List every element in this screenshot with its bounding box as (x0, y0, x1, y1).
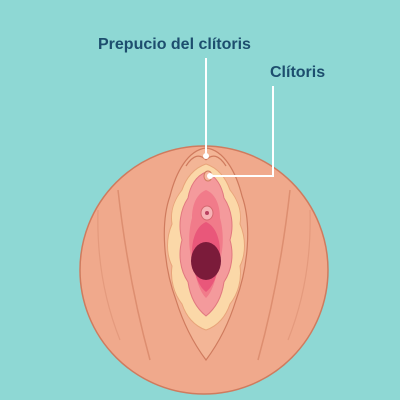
right-contour-line (257, 189, 291, 361)
vaginal-opening (191, 242, 221, 280)
prepucio-label: Prepucio del clítoris (98, 36, 251, 53)
left-contour-line (117, 189, 151, 361)
hood-fold-left (185, 155, 207, 167)
urethral-dot (205, 211, 209, 215)
clitoris-marker (207, 173, 213, 179)
hood-fold-right (205, 155, 227, 167)
left-outer-contour (97, 209, 121, 341)
clitoris-label: Clítoris (270, 64, 326, 81)
prepucio-marker (203, 153, 209, 159)
right-outer-contour (287, 209, 311, 341)
clitoris-leader-line (210, 86, 274, 177)
